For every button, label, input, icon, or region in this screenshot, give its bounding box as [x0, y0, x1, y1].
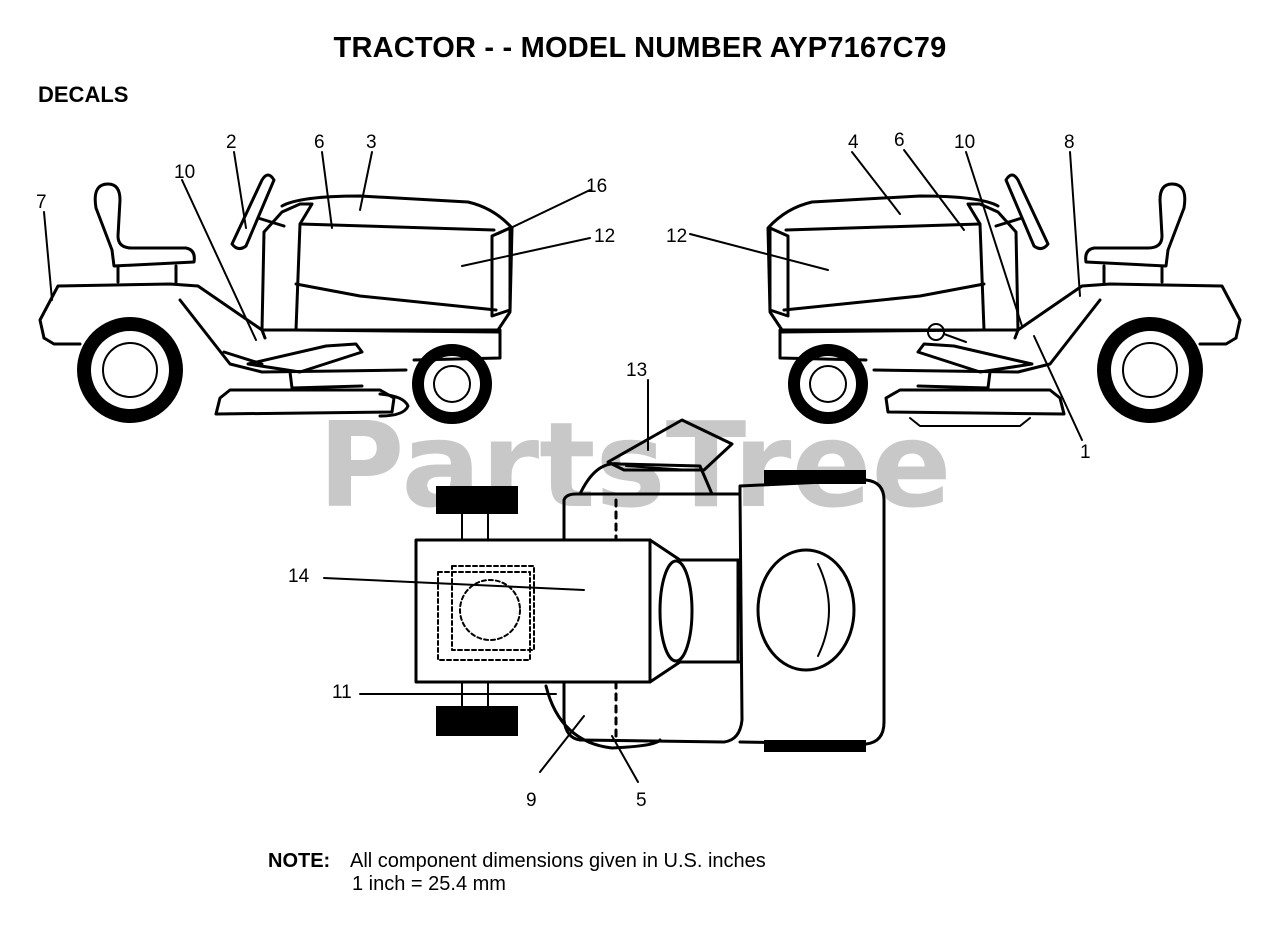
callout-left-12: 12: [594, 226, 615, 247]
page-title: TRACTOR - - MODEL NUMBER AYP7167C79: [333, 32, 947, 64]
callout-right-4: 4: [848, 132, 859, 153]
tractor-top-view: [414, 418, 886, 752]
leader-lines: [43, 149, 1083, 783]
callout-right-8: 8: [1064, 132, 1075, 153]
callout-left-7: 7: [36, 192, 47, 213]
tractor-right-side-view: [766, 173, 1242, 427]
callouts: 7 10 2 6 3 16 12 12 4 6 10 8 1 13 14 11 …: [36, 130, 1091, 811]
callout-right-12: 12: [666, 226, 687, 247]
callout-right-10: 10: [954, 132, 975, 153]
top-rear-wheel-upper: [436, 486, 518, 514]
top-rear-wheel-lower: [436, 706, 518, 736]
callout-left-3: 3: [366, 132, 377, 153]
callout-top-13: 13: [626, 360, 647, 381]
note-line-1: All component dimensions given in U.S. i…: [350, 850, 766, 872]
callout-right-6: 6: [894, 130, 905, 151]
dimension-note: NOTE: All component dimensions given in U…: [268, 850, 766, 896]
note-line-2: 1 inch = 25.4 mm: [352, 873, 506, 895]
callout-left-6: 6: [314, 132, 325, 153]
callout-top-14: 14: [288, 566, 310, 587]
callout-left-10: 10: [174, 162, 195, 183]
callout-top-11: 11: [332, 682, 352, 703]
callout-top-5: 5: [636, 790, 647, 811]
tractor-left-side-view: [38, 173, 514, 424]
callout-right-1: 1: [1080, 442, 1091, 463]
callout-left-16: 16: [586, 176, 607, 197]
note-label: NOTE:: [268, 850, 331, 872]
callout-left-2: 2: [226, 132, 237, 153]
section-label: DECALS: [38, 82, 129, 107]
callout-top-9: 9: [526, 790, 537, 811]
